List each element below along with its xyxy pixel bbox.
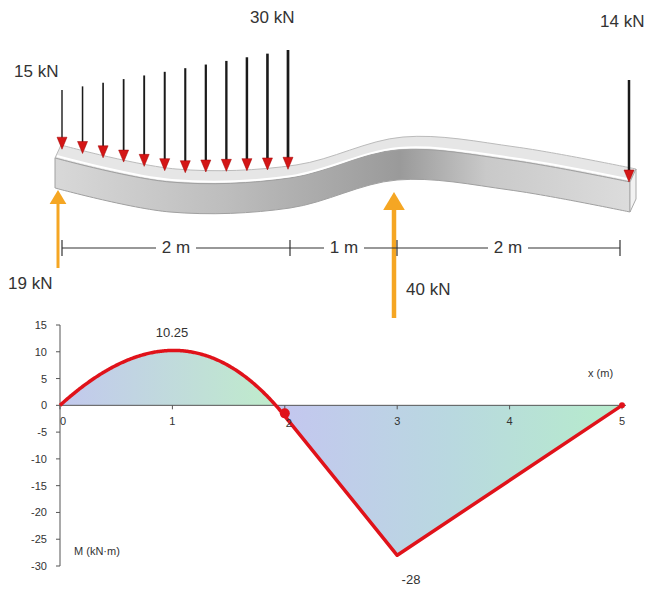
arrow-head: [221, 159, 231, 171]
arrow-head: [180, 161, 190, 173]
load-value: 15 kN: [14, 63, 58, 82]
load-arrow: [628, 80, 631, 173]
moment-curve: [60, 350, 622, 555]
negative-area: [276, 405, 622, 555]
arrow-head: [262, 158, 272, 170]
y-tick-label: 5: [41, 373, 47, 385]
load-arrow: [61, 90, 62, 140]
x-tick-label: 1: [169, 415, 175, 427]
load-arrow: [266, 54, 269, 161]
reaction-value: 19 kN: [8, 275, 52, 294]
y-tick: [56, 351, 60, 352]
curve-marker: [619, 402, 625, 408]
load-arrow: [123, 79, 125, 153]
y-tick-label: -15: [31, 480, 47, 492]
dimension: 2 m: [156, 239, 196, 258]
y-tick: [56, 458, 60, 459]
load-arrow: [205, 65, 207, 163]
x-tick: [60, 405, 61, 409]
y-tick: [56, 378, 60, 379]
y-tick: [56, 539, 60, 540]
y-tick-label: 10: [35, 346, 47, 358]
x-tick-label: 0: [60, 415, 66, 427]
load-value: 14 kN: [600, 13, 644, 32]
arrow-head: [624, 170, 634, 182]
load-arrow: [102, 83, 104, 149]
y-axis: [60, 325, 61, 566]
x-tick-label: 4: [507, 415, 513, 427]
reaction-head: [50, 190, 67, 204]
y-tick: [56, 325, 60, 326]
x-axis: [60, 405, 626, 406]
arrow-head: [119, 150, 129, 162]
x-tick-label: 3: [394, 415, 400, 427]
y-tick-label: -25: [31, 533, 47, 545]
reaction-arrow: [392, 210, 397, 318]
x-tick-label: 5: [619, 415, 625, 427]
y-tick-label: -20: [31, 506, 47, 518]
peak-value: 10.25: [156, 326, 189, 340]
arrow-head: [98, 146, 108, 158]
beam-front: [55, 149, 630, 213]
arrow-head: [242, 159, 252, 171]
y-tick: [56, 405, 60, 406]
load-value: 30 kN: [250, 9, 294, 28]
dimension: 2 m: [488, 239, 528, 258]
y-tick-label: -30: [31, 560, 47, 572]
arrow-head: [78, 141, 88, 153]
x-tick: [509, 405, 510, 409]
min-value: -28: [402, 573, 421, 587]
y-tick: [56, 485, 60, 486]
arrow-head: [283, 157, 293, 169]
load-arrow: [143, 75, 145, 157]
axis-title: x (m): [588, 367, 613, 379]
arrow-head: [160, 159, 170, 171]
y-tick: [56, 512, 60, 513]
x-tick: [172, 405, 173, 409]
load-arrow: [164, 72, 166, 162]
load-arrow: [287, 50, 290, 160]
x-tick: [397, 405, 398, 409]
arrow-head: [139, 154, 149, 166]
reaction-value: 40 kN: [406, 281, 450, 300]
x-tick-label: 2: [286, 417, 292, 429]
load-arrow: [184, 68, 186, 164]
y-tick-label: -5: [37, 426, 47, 438]
load-arrow: [246, 57, 248, 161]
y-tick-label: -10: [31, 453, 47, 465]
load-arrow: [225, 61, 227, 162]
axis-title: M (kN·m): [74, 545, 120, 557]
load-arrow: [82, 86, 84, 144]
y-tick-label: 15: [35, 319, 47, 331]
dimension: 1 m: [324, 239, 364, 258]
arrow-head: [201, 160, 211, 172]
reaction-arrow: [57, 204, 60, 268]
arrow-head: [57, 137, 67, 149]
y-tick-label: 0: [41, 399, 47, 411]
curve-marker: [280, 408, 290, 418]
y-tick: [56, 432, 60, 433]
reaction-head: [383, 192, 405, 210]
y-tick: [56, 566, 60, 567]
